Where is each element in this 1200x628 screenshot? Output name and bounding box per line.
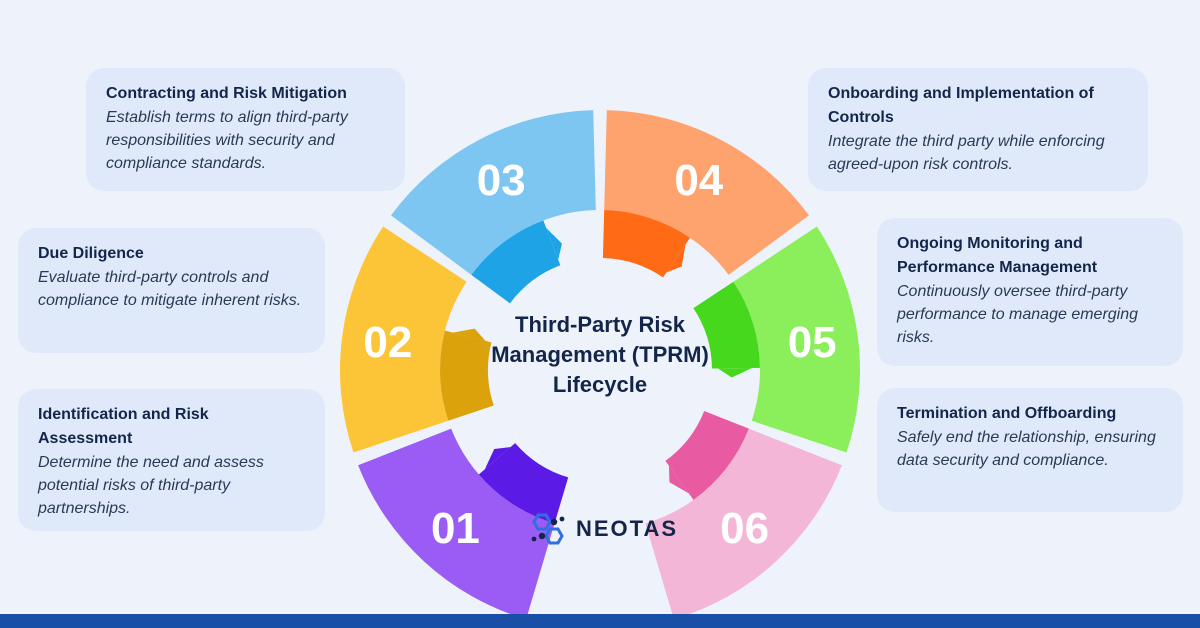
segment-outer-02 [340,226,467,453]
brand-name: NEOTAS [576,516,679,541]
segment-outer-04 [604,110,810,275]
segment-outer-03 [390,110,596,275]
segment-number-05: 05 [788,318,837,367]
step-title-03: Contracting and Risk Mitigation [106,85,347,102]
segment-tab-04 [666,244,686,273]
segment-tab-02 [452,328,486,341]
wheel-segment-02: 02 [340,226,494,453]
step-card-04: Onboarding and Implementation of Control… [808,68,1148,191]
segment-number-03: 03 [477,156,526,205]
segment-number-01: 01 [431,504,480,553]
segment-outer-01 [358,428,555,620]
center-title: Third-Party Risk Management (TPRM) Lifec… [491,312,709,397]
brand-logo: NEOTAS [528,511,678,547]
step-card-01: Identification and Risk Assessment Deter… [18,389,325,531]
step-card-06: Termination and Offboarding Safely end t… [877,388,1183,512]
segment-inner-05 [693,281,760,369]
segment-tab-03 [546,227,562,260]
segment-outer-06 [645,428,842,620]
segment-number-04: 04 [674,156,723,205]
step-card-02: Due Diligence Evaluate third-party contr… [18,228,325,353]
wheel-segment-01: 01 [358,428,569,620]
segment-outer-05 [733,226,861,453]
segment-tab-05 [717,368,752,378]
segment-inner-02 [440,330,494,421]
segment-inner-03 [471,220,561,304]
step-title-02: Due Diligence [38,245,144,262]
wheel-segment-05: 05 [693,226,861,453]
wheel-segment-04: 04 [602,110,810,278]
step-title-06: Termination and Offboarding [897,405,1117,422]
segment-inner-04 [602,210,691,278]
wheel-segment-06: 06 [645,411,842,620]
segment-inner-01 [478,443,569,524]
segment-tab-06 [668,465,689,494]
segment-number-02: 02 [363,318,412,367]
step-description-06: Safely end the relationship, ensuring da… [897,429,1156,469]
step-description-01: Determine the need and assess potential … [38,454,264,517]
step-description-04: Integrate the third party while enforcin… [828,133,1105,173]
step-description-02: Evaluate third-party controls and compli… [38,269,302,309]
step-title-05: Ongoing Monitoring and Performance Manag… [897,235,1098,276]
wheel-segment-03: 03 [390,110,596,304]
step-title-01: Identification and Risk Assessment [38,406,209,447]
segment-tab-01 [484,447,511,470]
step-title-04: Onboarding and Implementation of Control… [828,85,1094,126]
segment-inner-06 [665,411,749,500]
step-card-03: Contracting and Risk Mitigation Establis… [86,68,405,191]
step-description-03: Establish terms to align third-party res… [106,109,348,172]
neotas-logo-icon [531,513,565,545]
step-card-05: Ongoing Monitoring and Performance Manag… [877,218,1183,366]
segment-number-06: 06 [720,504,769,553]
footer-bar [0,614,1200,628]
step-description-05: Continuously oversee third-party perform… [897,283,1139,346]
